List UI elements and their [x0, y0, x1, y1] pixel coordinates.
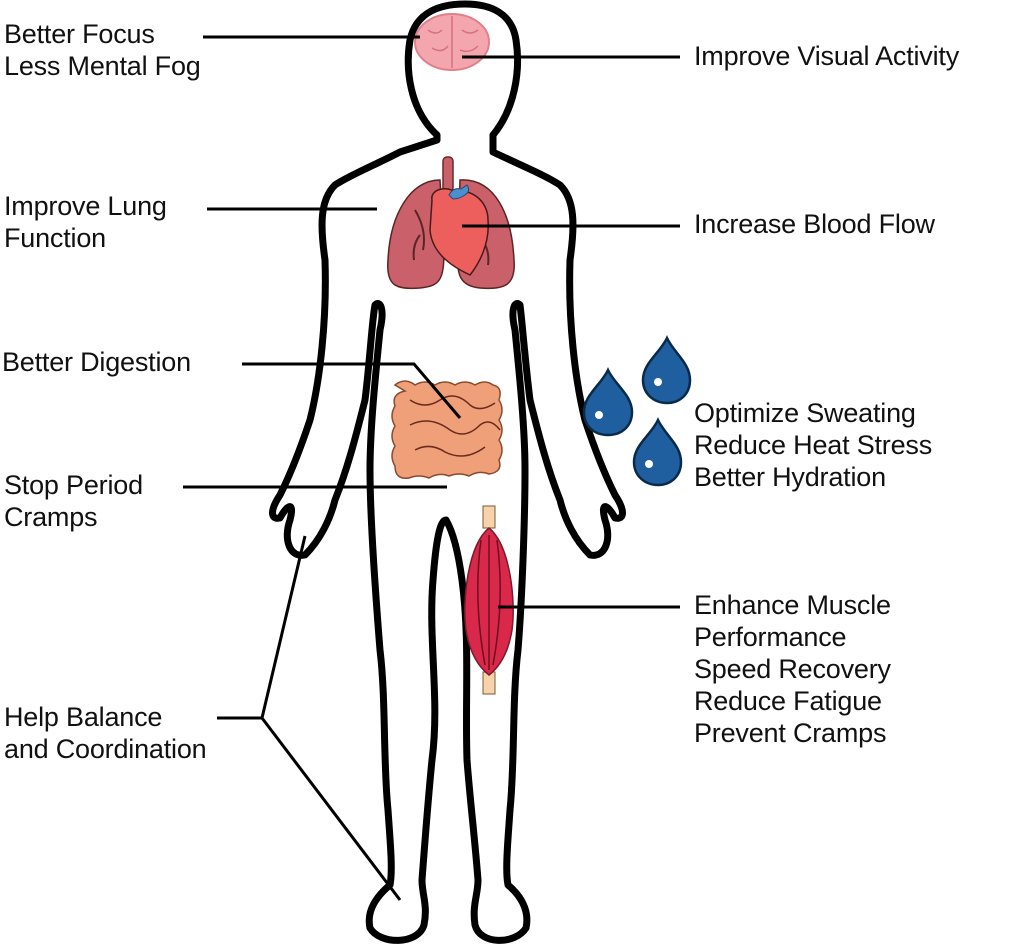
- brain-icon: [414, 13, 490, 71]
- label-lung-function: Improve Lung Function: [4, 191, 167, 253]
- label-digestion: Better Digestion: [2, 347, 191, 377]
- sweat-drop-icon: [582, 335, 692, 487]
- leader-lines: [183, 35, 680, 901]
- heart-icon: [429, 184, 489, 276]
- label-better-focus: Better Focus Less Mental Fog: [4, 19, 201, 81]
- human-body-outline: [269, 0, 626, 944]
- muscle-icon: [464, 505, 514, 695]
- label-sweating: Optimize Sweating Reduce Heat Stress Bet…: [694, 398, 933, 492]
- label-balance: Help Balance and Coordination: [4, 702, 207, 764]
- label-improve-visual: Improve Visual Activity: [694, 41, 960, 71]
- intestines-icon: [391, 380, 503, 479]
- label-muscle: Enhance Muscle Performance Speed Recover…: [694, 590, 891, 748]
- label-period-cramps: Stop Period Cramps: [4, 470, 143, 532]
- label-blood-flow: Increase Blood Flow: [694, 209, 935, 239]
